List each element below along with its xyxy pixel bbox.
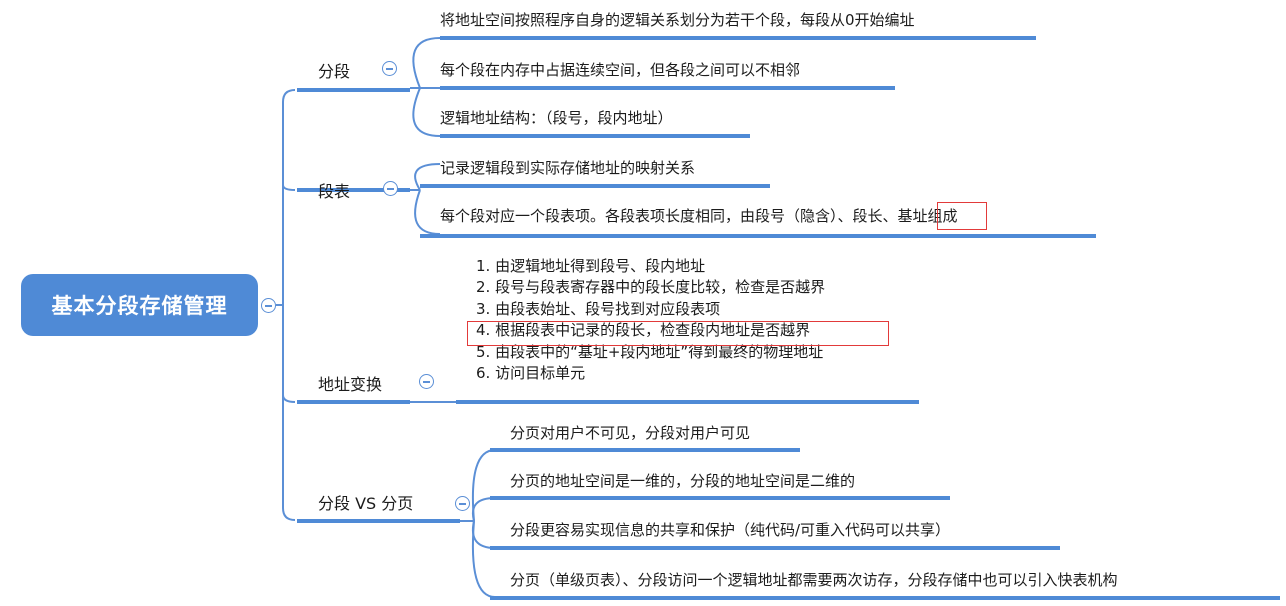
step-item: 3. 由段表始址、段号找到对应段表项 (476, 299, 721, 318)
leaf-node-segment-entry[interactable]: 每个段对应一个段表项。各段表项长度相同，由段号（隐含）、段长、基址组成 (440, 206, 958, 226)
highlight-box-step-4 (467, 321, 889, 346)
leaf-node[interactable]: 分段更容易实现信息的共享和保护（纯代码/可重入代码可以共享） (510, 521, 951, 539)
step-item: 2. 段号与段表寄存器中的段长度比较，检查是否越界 (476, 278, 826, 297)
leaf-node[interactable]: 记录逻辑段到实际存储地址的映射关系 (440, 159, 696, 177)
leaf-node[interactable]: 逻辑地址结构：（段号，段内地址） (440, 109, 673, 127)
branch-segment-vs-page[interactable]: 分段 VS 分页 (318, 494, 414, 513)
root-label: 基本分段存储管理 (51, 294, 228, 318)
branch-segment-table[interactable]: 段表 (318, 182, 351, 201)
highlight-box-segment-length (937, 202, 987, 230)
branch-segmentation[interactable]: 分段 (318, 62, 351, 81)
leaf-node[interactable]: 分页的地址空间是一维的，分段的地址空间是二维的 (510, 472, 856, 490)
leaf-text-after: 、基址组成 (882, 207, 958, 225)
collapse-segment-table-icon[interactable] (383, 181, 398, 196)
branch-address-translation[interactable]: 地址变换 (318, 375, 383, 394)
collapse-segmentation-icon[interactable] (382, 61, 397, 76)
collapse-segment-vs-page-icon[interactable] (455, 496, 470, 511)
leaf-node[interactable]: 分页（单级页表）、分段访问一个逻辑地址都需要两次访存，分段存储中也可以引入快表机… (510, 571, 1118, 589)
leaf-text-before: 每个段对应一个段表项。各段表项长度相同，由段号（隐含）、 (440, 207, 853, 225)
leaf-node[interactable]: 将地址空间按照程序自身的逻辑关系划分为若干个段，每段从0开始编址 (440, 11, 915, 29)
leaf-node[interactable]: 每个段在内存中占据连续空间，但各段之间可以不相邻 (440, 61, 801, 79)
step-item: 1. 由逻辑地址得到段号、段内地址 (476, 257, 706, 275)
step-item: 6. 访问目标单元 (476, 364, 586, 383)
root-topic[interactable]: 基本分段存储管理 (21, 274, 258, 336)
collapse-address-translation-icon[interactable] (419, 374, 434, 389)
highlighted-term: 段长 (852, 207, 883, 225)
step-item: 5. 由段表中的“基址+段内地址”得到最终的物理地址 (476, 342, 824, 361)
leaf-node[interactable]: 分页对用户不可见，分段对用户可见 (510, 424, 751, 442)
address-translation-steps[interactable]: 1. 由逻辑地址得到段号、段内地址 2. 段号与段表寄存器中的段长度比较，检查是… (476, 256, 825, 384)
step-item-highlighted: 4. 根据段表中记录的段长，检查段内地址是否越界 (476, 321, 811, 340)
collapse-root-icon[interactable] (261, 298, 276, 313)
